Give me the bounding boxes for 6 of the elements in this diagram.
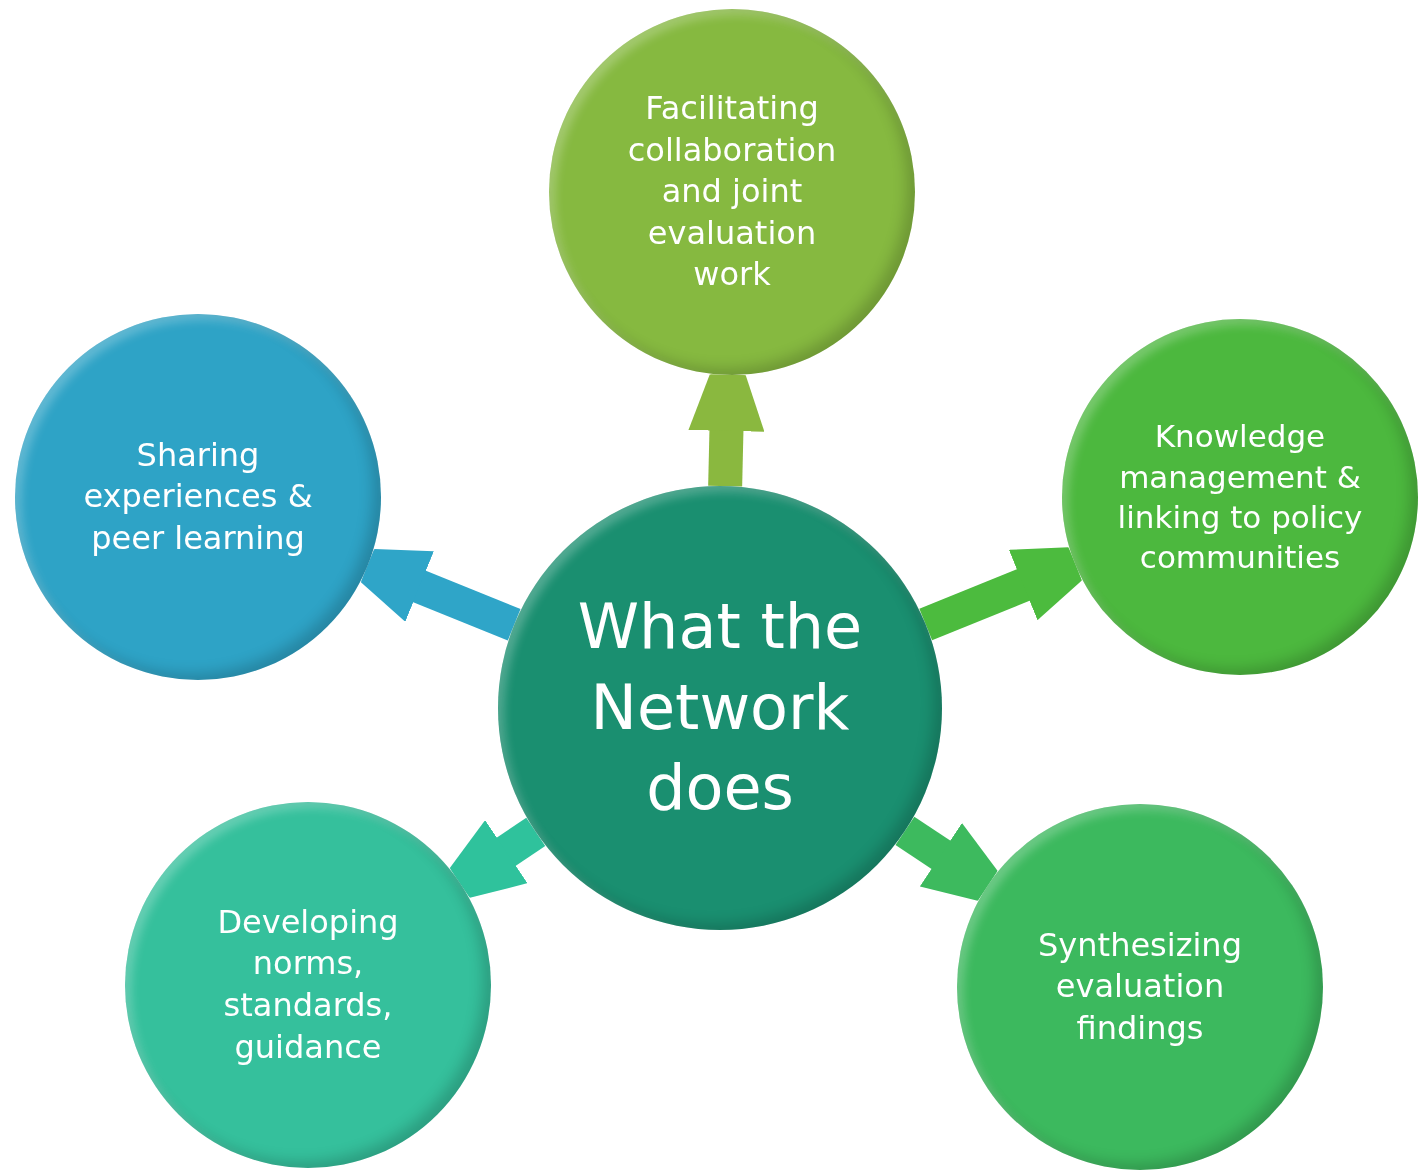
node-label: Synthesizing evaluation findings bbox=[1037, 924, 1243, 1049]
node-label: Developing norms, standards, guidance bbox=[216, 901, 400, 1068]
node-label: Knowledge management & linking to policy communities bbox=[1116, 417, 1364, 578]
node-label: Facilitating collaboration and joint evaluation work bbox=[626, 88, 838, 296]
node-label: What the Network does bbox=[576, 589, 864, 827]
node-label: Sharing experiences & peer learning bbox=[82, 434, 314, 559]
